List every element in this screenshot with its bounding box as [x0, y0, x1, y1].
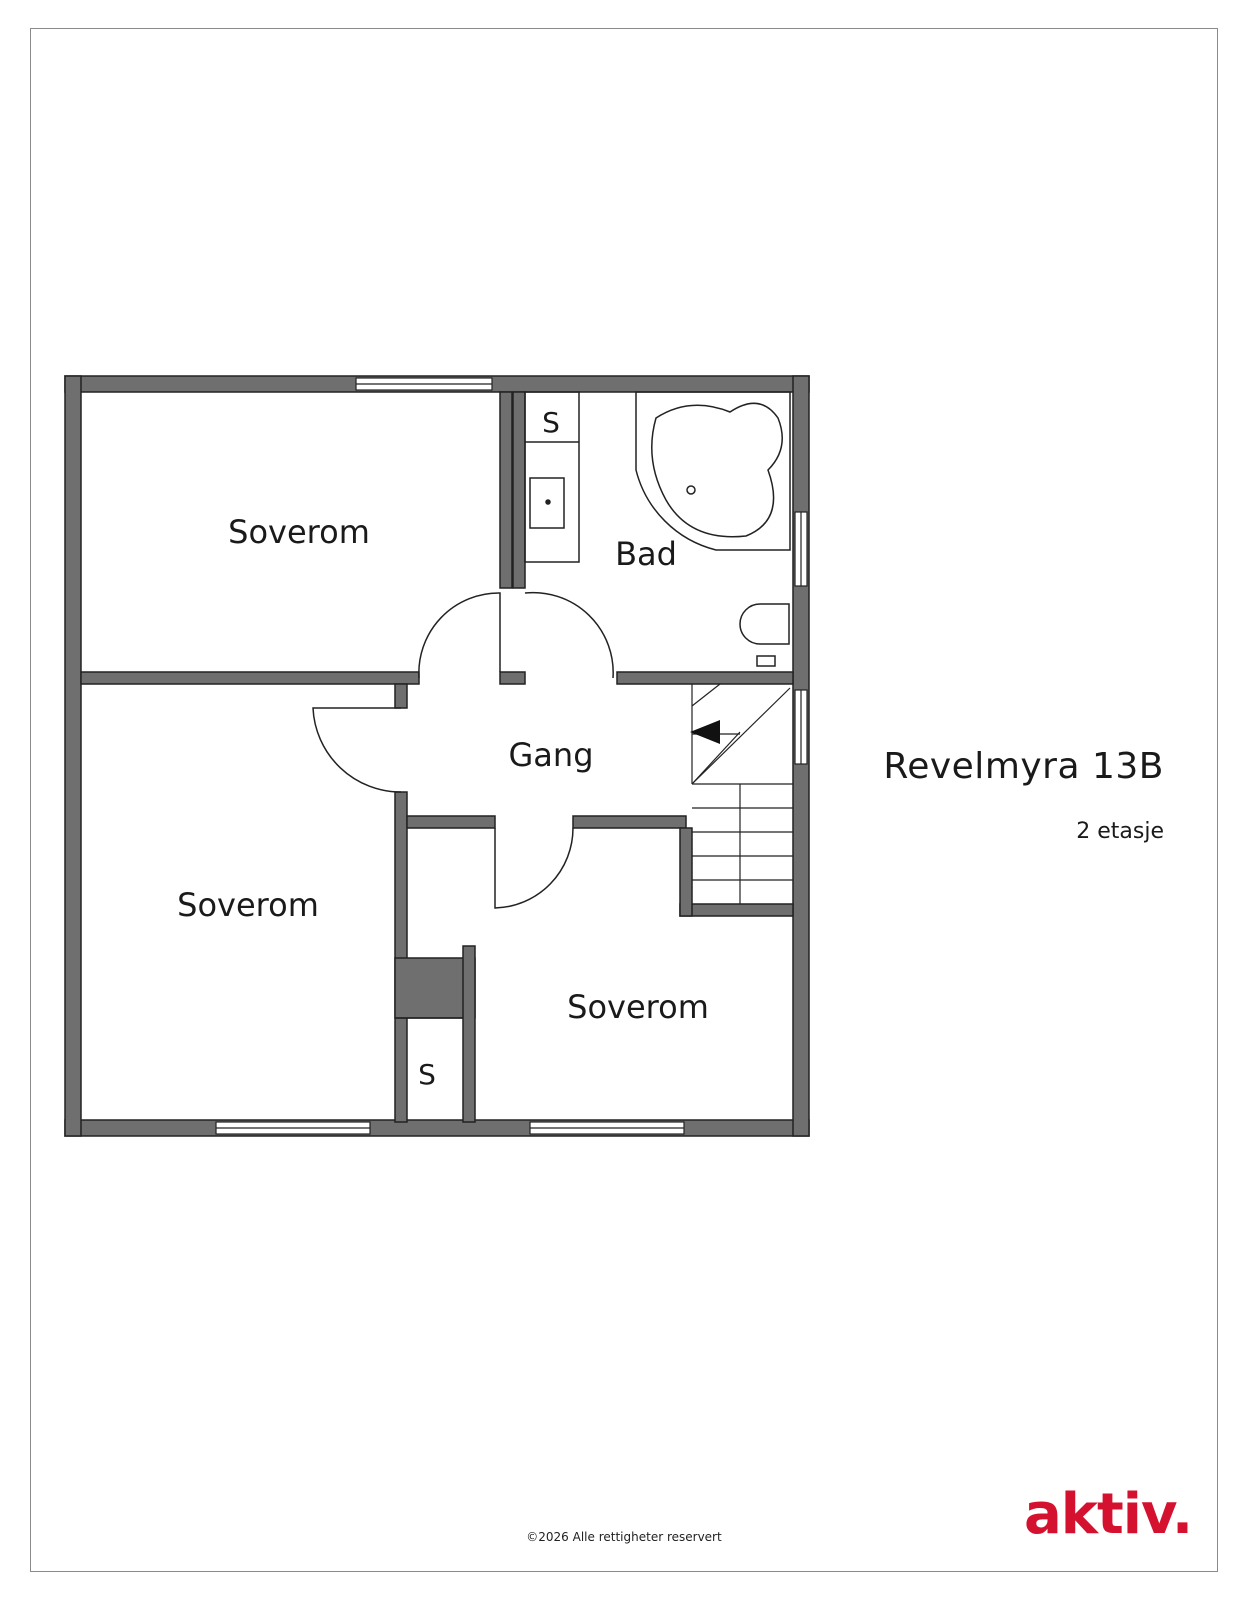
wall-bath-west-b: [512, 391, 526, 589]
room-label-bedroom-top: Soverom: [228, 513, 370, 551]
wall-west: [64, 375, 82, 1137]
staircase: [691, 683, 793, 904]
wall-hall-south-a: [406, 815, 496, 829]
wall-stair-south: [679, 903, 794, 917]
wall-south: [64, 1119, 810, 1137]
door-bath: [524, 591, 614, 679]
door-bedroom2: [312, 707, 402, 793]
property-address: Revelmyra 13B: [883, 746, 1164, 787]
wall-closet-east: [462, 945, 476, 1123]
page-frame: [30, 28, 1218, 1572]
door-bedroom3: [494, 827, 574, 909]
corner-bathtub: [635, 391, 791, 551]
closet-label-bath: S: [542, 406, 560, 439]
stair-direction-arrow: [690, 720, 720, 744]
wall-bath-west-a: [499, 391, 513, 589]
toilet: [739, 603, 790, 645]
room-label-bedroom-right: Soverom: [567, 988, 709, 1026]
wall-hall-south-b: [572, 815, 687, 829]
closet-label-bottom: S: [418, 1058, 436, 1091]
wall-stair-west: [679, 827, 693, 917]
room-label-hallway: Gang: [509, 736, 594, 774]
door-bedroom1: [418, 592, 501, 679]
wall-hall-west-top: [394, 683, 408, 709]
chimney: [394, 957, 476, 1019]
wall-bath-south: [616, 671, 794, 685]
room-label-bath: Bad: [615, 535, 677, 573]
wall-hall-west: [394, 791, 408, 1123]
copyright-notice: ©2026 Alle rettigheter reservert: [526, 1530, 722, 1544]
wall-stub-mid: [499, 671, 526, 685]
room-label-bedroom-left: Soverom: [177, 886, 319, 924]
vanity: [524, 391, 580, 563]
wall-bedroom1-south: [80, 671, 420, 685]
floor-label: 2 etasje: [1076, 819, 1164, 844]
aktiv-logo: aktiv.: [1024, 1482, 1193, 1547]
